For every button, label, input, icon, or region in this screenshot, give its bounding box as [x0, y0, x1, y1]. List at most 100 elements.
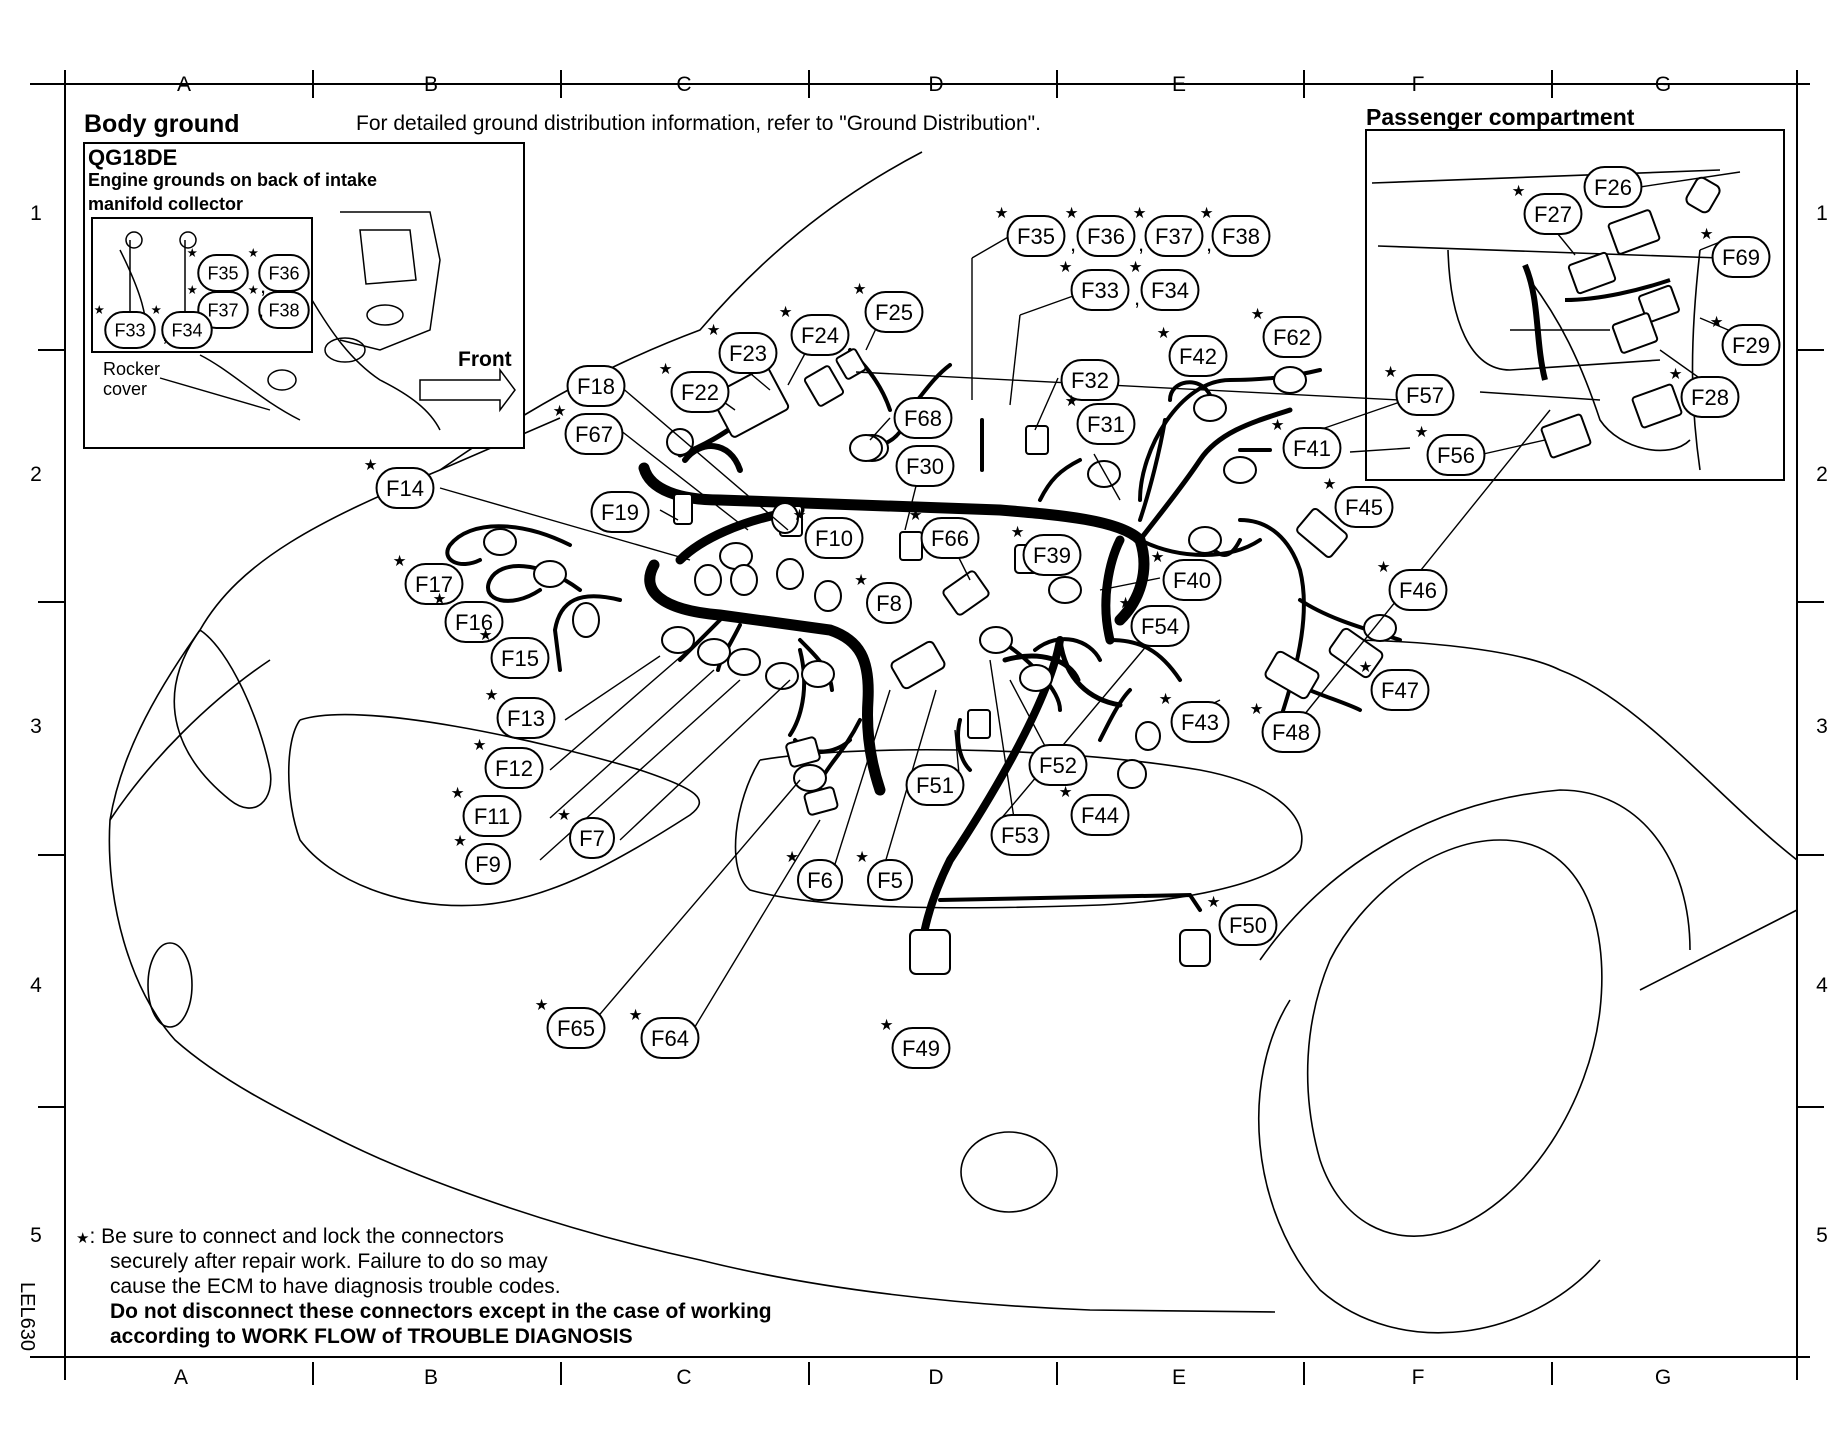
connector-callout-f32: F32	[1060, 359, 1120, 401]
connector-callout-f16: F16★	[433, 591, 504, 643]
star-icon: ★	[785, 849, 799, 866]
connector-callout-f19: F19	[590, 491, 650, 533]
connector-callout-f69: F69★	[1700, 226, 1771, 278]
comma-separator: ,	[258, 297, 264, 322]
connector-label: F10	[815, 526, 853, 551]
callout-bubble	[990, 814, 1050, 856]
engine-caption-line2: manifold collector	[88, 194, 244, 214]
row-label: 5	[1816, 1224, 1828, 1247]
callout-bubble	[790, 314, 850, 356]
callout-bubble	[1680, 376, 1740, 418]
rocker-cover-label-line2: cover	[103, 379, 148, 399]
connector-callout-f29: F29★	[1710, 314, 1781, 366]
star-icon: ★	[453, 833, 467, 850]
star-icon: ★	[1271, 417, 1285, 434]
column-label: F	[1412, 73, 1425, 96]
connector-label: F64	[651, 1026, 689, 1051]
callout-bubble	[1130, 605, 1190, 647]
callout-bubble	[640, 1017, 700, 1059]
connector-label: F25	[875, 300, 913, 325]
callout-bubble	[1006, 215, 1066, 257]
callout-bubble	[590, 491, 650, 533]
connector-callout-f17: F17★	[393, 553, 464, 605]
callout-bubble	[867, 859, 913, 901]
star-icon: ★	[1159, 691, 1173, 708]
connector-callout-f65: F65 ★	[535, 997, 606, 1049]
callout-bubble	[1162, 559, 1222, 601]
connector-label: F11	[474, 804, 510, 829]
connector-label: F65	[557, 1016, 595, 1041]
connector-label: F68	[904, 406, 942, 431]
star-icon: ★	[1059, 259, 1073, 276]
connector-label: F7	[579, 826, 605, 851]
column-label: B	[424, 1366, 438, 1389]
callout-bubble	[484, 747, 544, 789]
star-icon: ★	[451, 785, 465, 802]
connector-callout-f38: F38★	[1200, 205, 1271, 257]
callout-bubble	[864, 291, 924, 333]
connector-callout-f46: F46★	[1377, 559, 1448, 611]
engine-inset	[83, 142, 525, 449]
callout-bubble	[895, 445, 955, 487]
comma-separator: ,	[1206, 231, 1212, 256]
connector-label: F36	[268, 263, 299, 283]
connector-callout-f7: F7★	[557, 807, 615, 859]
callout-bubble	[920, 517, 980, 559]
callout-bubble	[866, 582, 912, 624]
connector-label: F38	[1222, 224, 1260, 249]
connector-callout-f33: F33★	[94, 303, 156, 349]
column-label: F	[1412, 1366, 1425, 1389]
connector-label: F22	[681, 380, 719, 405]
column-label: E	[1172, 1366, 1186, 1389]
callout-bubble	[891, 1027, 951, 1069]
connector-label: F32	[1071, 368, 1109, 393]
star-icon: ★	[1129, 259, 1143, 276]
connector-callout-f14: F14★	[364, 457, 435, 509]
connector-callout-f45: F45★	[1323, 476, 1394, 528]
connector-callout-f67: F67★	[553, 403, 624, 455]
callout-bubble	[258, 291, 310, 329]
connector-label: F16	[455, 610, 493, 635]
callout-bubble	[1262, 316, 1322, 358]
connector-callout-f12: F12★	[473, 737, 544, 789]
grid-labels: A B C D E F G A B C D E F G 1 2 3 4 5 1 …	[30, 73, 1828, 1389]
connector-label: F14	[386, 476, 424, 501]
star-icon: ★	[1065, 205, 1079, 222]
connector-label: F23	[729, 341, 767, 366]
connector-callout-f22: F22 ★	[659, 361, 730, 413]
connector-callout-f68: F68	[893, 397, 953, 439]
connector-label: F42	[1179, 344, 1217, 369]
connector-callout-f23: F23★	[707, 322, 778, 374]
row-label: 3	[1816, 715, 1828, 738]
connector-bodies	[673, 176, 1721, 975]
grid-frame	[30, 70, 1824, 1385]
connector-callout-f35: F35★	[995, 205, 1066, 257]
connector-label: F47	[1381, 678, 1419, 703]
row-label: 2	[30, 463, 42, 486]
connector-callout-f13: F13★	[485, 687, 556, 739]
connector-callout-f30: F30	[895, 445, 955, 487]
connector-callout-f28: F28★	[1669, 366, 1740, 418]
callout-bubble	[1168, 335, 1228, 377]
callout-bubble	[1140, 269, 1200, 311]
connector-label: F34	[1151, 278, 1189, 303]
column-label: G	[1655, 1366, 1671, 1389]
star-icon: ★	[1512, 183, 1526, 200]
legend-line1: ★: Be sure to connect and lock the conne…	[76, 1224, 504, 1251]
star-icon: ★	[94, 303, 105, 317]
connector-label: F69	[1722, 245, 1760, 270]
comma-separator: ,	[1134, 285, 1140, 310]
callout-bubble	[496, 697, 556, 739]
star-icon: ★	[535, 997, 549, 1014]
star-icon: ★	[187, 283, 198, 297]
star-icon: ★	[659, 361, 673, 378]
connector-label: F29	[1732, 333, 1770, 358]
connector-callout-f15: F15★	[479, 627, 550, 679]
connector-label: F38	[268, 300, 299, 320]
star-icon: ★	[76, 1230, 90, 1247]
connector-label: F45	[1345, 495, 1383, 520]
column-label: E	[1172, 73, 1186, 96]
page-title: Body ground	[84, 110, 240, 138]
connector-callout-f66: F66★	[909, 507, 980, 559]
connector-callout-f36: F36★	[248, 246, 310, 292]
